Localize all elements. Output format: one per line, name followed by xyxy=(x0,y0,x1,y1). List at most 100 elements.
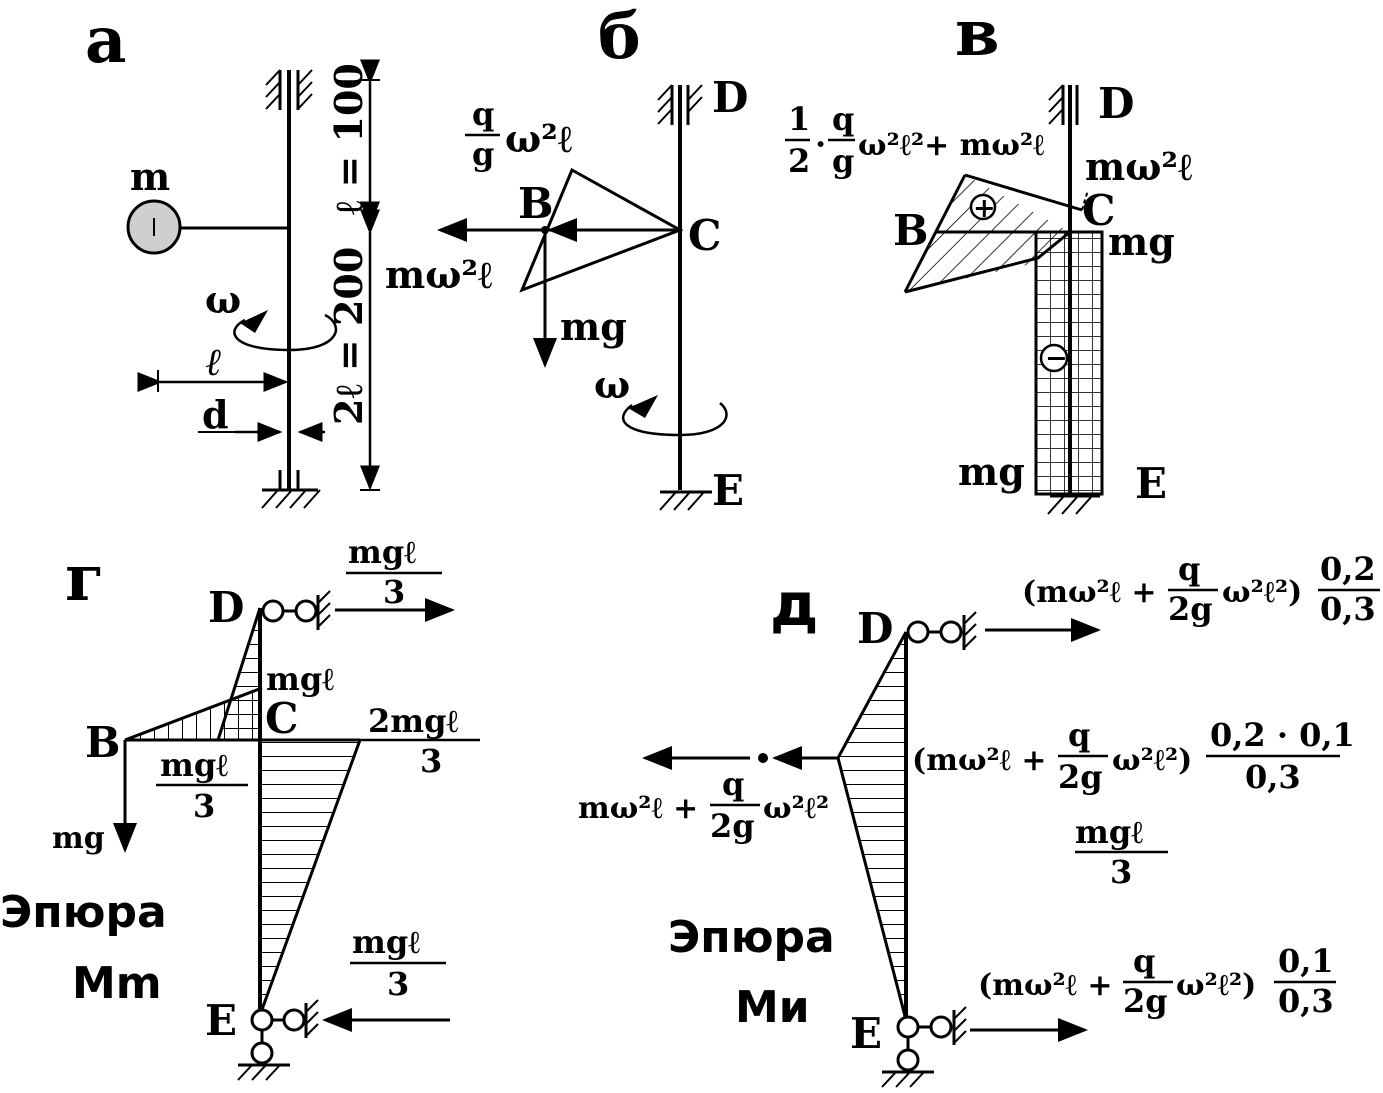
bot-q-den: 2g xyxy=(1123,982,1168,1020)
svg-text:·: · xyxy=(815,125,826,163)
left-den-g: 3 xyxy=(193,787,215,825)
dim-bottom-label: 2ℓ = 200 xyxy=(326,247,371,425)
centrifugal-label-b: mω²ℓ xyxy=(385,252,492,297)
bot-expr-d: (mω²ℓ + xyxy=(978,968,1112,1003)
panel-b-letter: б xyxy=(598,0,641,74)
top-expr-close: ω²ℓ²) xyxy=(1222,575,1302,610)
dim-top-label: ℓ = 100 xyxy=(326,63,371,215)
moment-diagram-d-top xyxy=(836,631,908,759)
point-d-b: D xyxy=(712,73,748,122)
top-support-a xyxy=(265,69,313,110)
top-expr-d: (mω²ℓ + xyxy=(1022,575,1156,610)
mg-bottom-v: mg xyxy=(958,449,1025,494)
left-q-num: q xyxy=(722,765,744,803)
ell-label: ℓ xyxy=(205,340,221,384)
left-q-den: 2g xyxy=(710,807,755,845)
left-expr-close: ω²ℓ² xyxy=(763,791,829,826)
q-den-v: g xyxy=(832,142,854,180)
point-e-g: E xyxy=(205,996,237,1045)
q-den-b: g xyxy=(472,135,494,173)
mid-expr-close: ω²ℓ²) xyxy=(1112,743,1192,778)
top-hinge-support-g xyxy=(261,590,331,630)
point-b-b: B xyxy=(518,179,554,228)
bot-expr-close: ω²ℓ²) xyxy=(1176,968,1256,1003)
panel-a-letter: а xyxy=(85,3,126,78)
mgl-den-d: 3 xyxy=(1110,853,1132,891)
moment-diagram-top xyxy=(216,607,262,741)
omega-label-b: ω xyxy=(594,362,630,407)
top-support-v xyxy=(1048,84,1079,125)
mass-label: m xyxy=(130,154,170,199)
mgl-num-d: mgℓ xyxy=(1075,813,1143,851)
right-den-g: 3 xyxy=(420,742,442,780)
moment-diagram-bottom xyxy=(258,739,362,1016)
left-num-g: mgℓ xyxy=(160,746,228,784)
panel-g: г mg mgℓ 3 xyxy=(0,533,480,1081)
mid-expr-d: (mω²ℓ + xyxy=(912,743,1046,778)
top-num-g: mgℓ xyxy=(348,533,416,571)
point-d-v: D xyxy=(1098,79,1134,128)
top-ratio-den: 0,3 xyxy=(1320,590,1376,628)
rotation-arc-a xyxy=(233,313,337,352)
left-expr-d: mω²ℓ + xyxy=(578,791,698,826)
omega-label-a: ω xyxy=(205,277,241,322)
caption2-g: Mm xyxy=(72,958,162,1009)
point-e-b: E xyxy=(712,466,744,515)
point-e-v: E xyxy=(1135,459,1167,508)
bottom-den-g: 3 xyxy=(387,965,409,1003)
half-den: 2 xyxy=(788,142,810,180)
weight-label-g: mg xyxy=(52,821,105,856)
top-hinge-support-d xyxy=(906,611,977,650)
point-e-d: E xyxy=(850,1009,882,1058)
caption2-d: Mи xyxy=(735,982,810,1033)
point-b-g: B xyxy=(85,718,121,767)
point-d-d: D xyxy=(857,604,893,653)
mid-ratio-den: 0,3 xyxy=(1245,758,1301,796)
mid-q-den: 2g xyxy=(1058,758,1103,796)
top-support-b xyxy=(657,84,703,125)
caption1-g: Эпюра xyxy=(0,887,167,938)
top-den-g: 3 xyxy=(383,573,405,611)
panel-b: б D E C B mg q g ω²ℓ xyxy=(385,0,748,515)
caption1-d: Эпюра xyxy=(668,912,835,963)
bottom-support-b xyxy=(659,490,712,511)
panel-d: д xyxy=(578,550,1380,1088)
bottom-support-a xyxy=(261,470,321,509)
bottom-hinge-support-g xyxy=(237,999,319,1081)
combo-rest-v: ω²ℓ²+ mω²ℓ xyxy=(858,128,1044,163)
bottom-hinge-support-d xyxy=(881,1006,967,1088)
point-c-g: C xyxy=(265,694,298,743)
panel-g-letter: г xyxy=(65,541,104,616)
point-c-b: C xyxy=(688,211,721,260)
mid-ratio-num: 0,2 · 0,1 xyxy=(1210,716,1355,754)
panel-v-letter: в xyxy=(955,0,999,71)
centrifugal-label-v: mω²ℓ xyxy=(1085,144,1192,189)
bottom-num-g: mgℓ xyxy=(352,923,420,961)
point-b-v: B xyxy=(893,206,929,255)
moment-diagram-arm xyxy=(124,686,263,742)
panel-v: в D E C B + − mω²ℓ mg mg 1 2 · xyxy=(785,0,1192,515)
d-label: d xyxy=(202,392,229,437)
mid-label-g: mgℓ xyxy=(266,660,334,698)
plus-sign-v: + xyxy=(973,193,996,224)
panel-d-letter: д xyxy=(770,570,818,640)
q-num-b: q xyxy=(472,95,494,133)
q-num-v: q xyxy=(832,100,854,138)
top-q-den: 2g xyxy=(1168,590,1213,628)
panel-a: а m ω ℓ xyxy=(85,3,380,509)
right-num-g: 2mgℓ xyxy=(368,702,459,740)
half-num: 1 xyxy=(788,100,810,138)
bottom-support-v xyxy=(1047,494,1100,515)
top-ratio-num: 0,2 xyxy=(1320,550,1376,588)
axial-force-diagram-positive xyxy=(903,174,967,293)
mg-top-v: mg xyxy=(1108,219,1175,264)
bot-ratio-den: 0,3 xyxy=(1278,982,1334,1020)
bot-q-num: q xyxy=(1133,942,1155,980)
mid-q-num: q xyxy=(1068,716,1090,754)
bot-ratio-num: 0,1 xyxy=(1278,942,1334,980)
moment-diagram-d-bottom xyxy=(836,757,908,1021)
minus-sign-v: − xyxy=(1045,343,1068,374)
point-d-g: D xyxy=(208,583,244,632)
q-rest-b: ω²ℓ xyxy=(505,116,572,161)
